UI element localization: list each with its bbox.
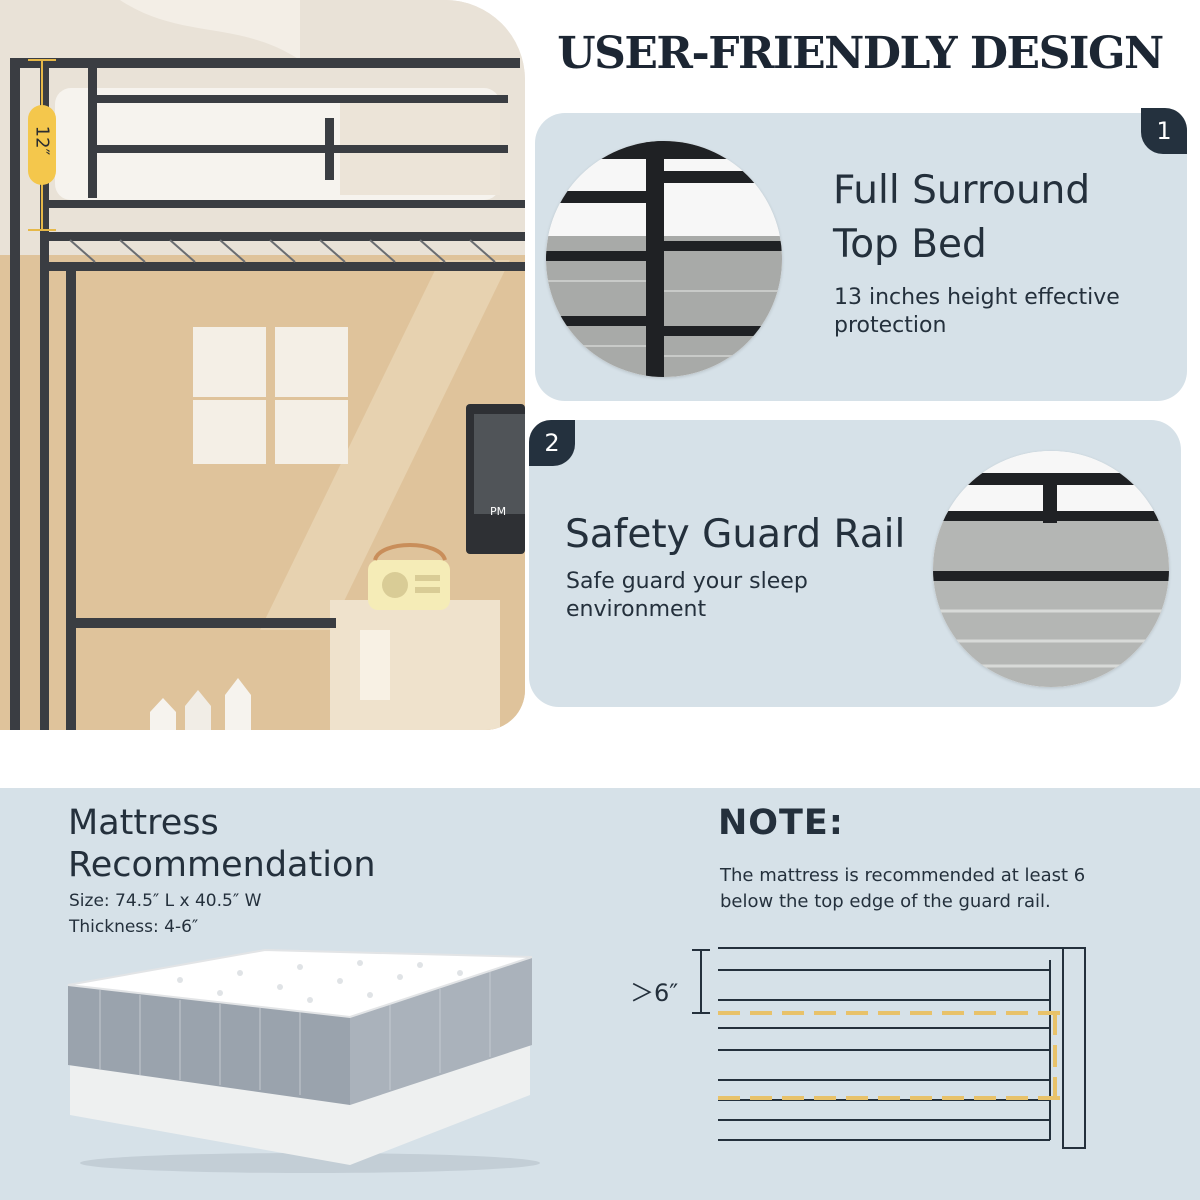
gap-label: ＞6″ xyxy=(630,979,679,1007)
mattress-title-line1: Mattress xyxy=(68,803,219,843)
feature-1-desc-line1: 13 inches height effective xyxy=(834,285,1120,310)
feature-number-badge-2: 2 xyxy=(529,420,575,466)
feature-1-title-line1: Full Surround xyxy=(833,168,1091,213)
feature-1-desc-line2: protection xyxy=(834,313,947,338)
mattress-image xyxy=(60,945,560,1175)
mattress-size: Size: 74.5″ L x 40.5″ W xyxy=(69,891,262,911)
loft-bed-illustration: PM xyxy=(0,0,525,730)
height-label: 12″ xyxy=(31,125,53,156)
top-bed-corner-image xyxy=(546,141,782,377)
height-indicator xyxy=(28,59,56,231)
mattress-title-line2: Recommendation xyxy=(68,845,376,885)
feature-2-title: Safety Guard Rail xyxy=(565,512,906,557)
feature-1-title-line2: Top Bed xyxy=(833,222,987,267)
note-text-line1: The mattress is recommended at least 6 xyxy=(720,865,1086,886)
feature-number-badge-1: 1 xyxy=(1141,108,1187,154)
note-title: NOTE: xyxy=(718,803,844,843)
feature-2-desc-line2: environment xyxy=(566,597,707,622)
mattress-thickness: Thickness: 4-6″ xyxy=(69,917,199,937)
window-icon xyxy=(193,327,348,464)
monitor-label: PM xyxy=(490,505,506,518)
loft-bed-photo: PM xyxy=(0,0,525,730)
note-text-line2: below the top edge of the guard rail. xyxy=(720,891,1051,912)
page-title: USER-FRIENDLY DESIGN xyxy=(557,28,1164,79)
guard-rail-image xyxy=(933,451,1169,687)
feature-2-desc-line1: Safe guard your sleep xyxy=(566,569,808,594)
guard-rail-diagram xyxy=(680,940,1100,1160)
house-decor-icon xyxy=(150,678,251,730)
radio-icon xyxy=(368,543,450,610)
